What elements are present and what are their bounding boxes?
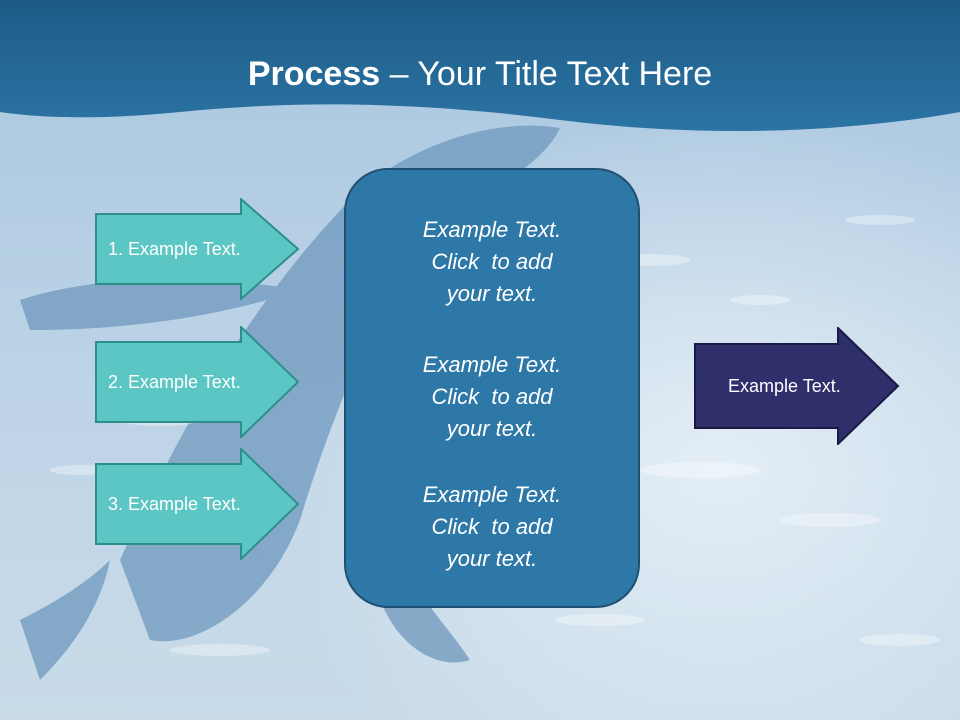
page-title: Process – Your Title Text Here bbox=[0, 52, 960, 96]
title-rest: – Your Title Text Here bbox=[380, 55, 713, 93]
right-arrow[interactable]: Example Text. bbox=[694, 327, 900, 445]
block-line: Click to add bbox=[431, 249, 553, 274]
block-line: your text. bbox=[446, 416, 538, 441]
arrow-shape bbox=[95, 448, 300, 560]
arrow-shape bbox=[95, 326, 300, 438]
center-text-box[interactable]: Example Text. Click to add your text. Ex… bbox=[344, 168, 640, 608]
arrow-shape bbox=[694, 327, 900, 445]
header-band bbox=[0, 0, 960, 132]
block-line: your text. bbox=[446, 281, 538, 306]
block-line: Click to add bbox=[431, 384, 553, 409]
block-line: Example Text. bbox=[422, 482, 562, 507]
right-arrow-label: Example Text. bbox=[728, 375, 841, 396]
left-arrow-label: 1. Example Text. bbox=[108, 238, 241, 259]
left-arrow-3[interactable]: 3. Example Text. bbox=[95, 448, 300, 560]
left-arrow-1[interactable]: 1. Example Text. bbox=[95, 198, 300, 300]
block-line: Example Text. bbox=[422, 217, 562, 242]
left-arrow-2[interactable]: 2. Example Text. bbox=[95, 326, 300, 438]
left-arrow-label: 2. Example Text. bbox=[108, 371, 241, 392]
center-text-block-3: Example Text. Click to add your text. bbox=[346, 479, 638, 575]
block-line: Click to add bbox=[431, 514, 553, 539]
left-arrow-label: 3. Example Text. bbox=[108, 493, 241, 514]
center-text-block-1: Example Text. Click to add your text. bbox=[346, 214, 638, 310]
block-line: Example Text. bbox=[422, 352, 562, 377]
center-text-block-2: Example Text. Click to add your text. bbox=[346, 349, 638, 445]
title-bold: Process bbox=[247, 55, 381, 93]
block-line: your text. bbox=[446, 546, 538, 571]
arrow-shape bbox=[95, 198, 300, 300]
